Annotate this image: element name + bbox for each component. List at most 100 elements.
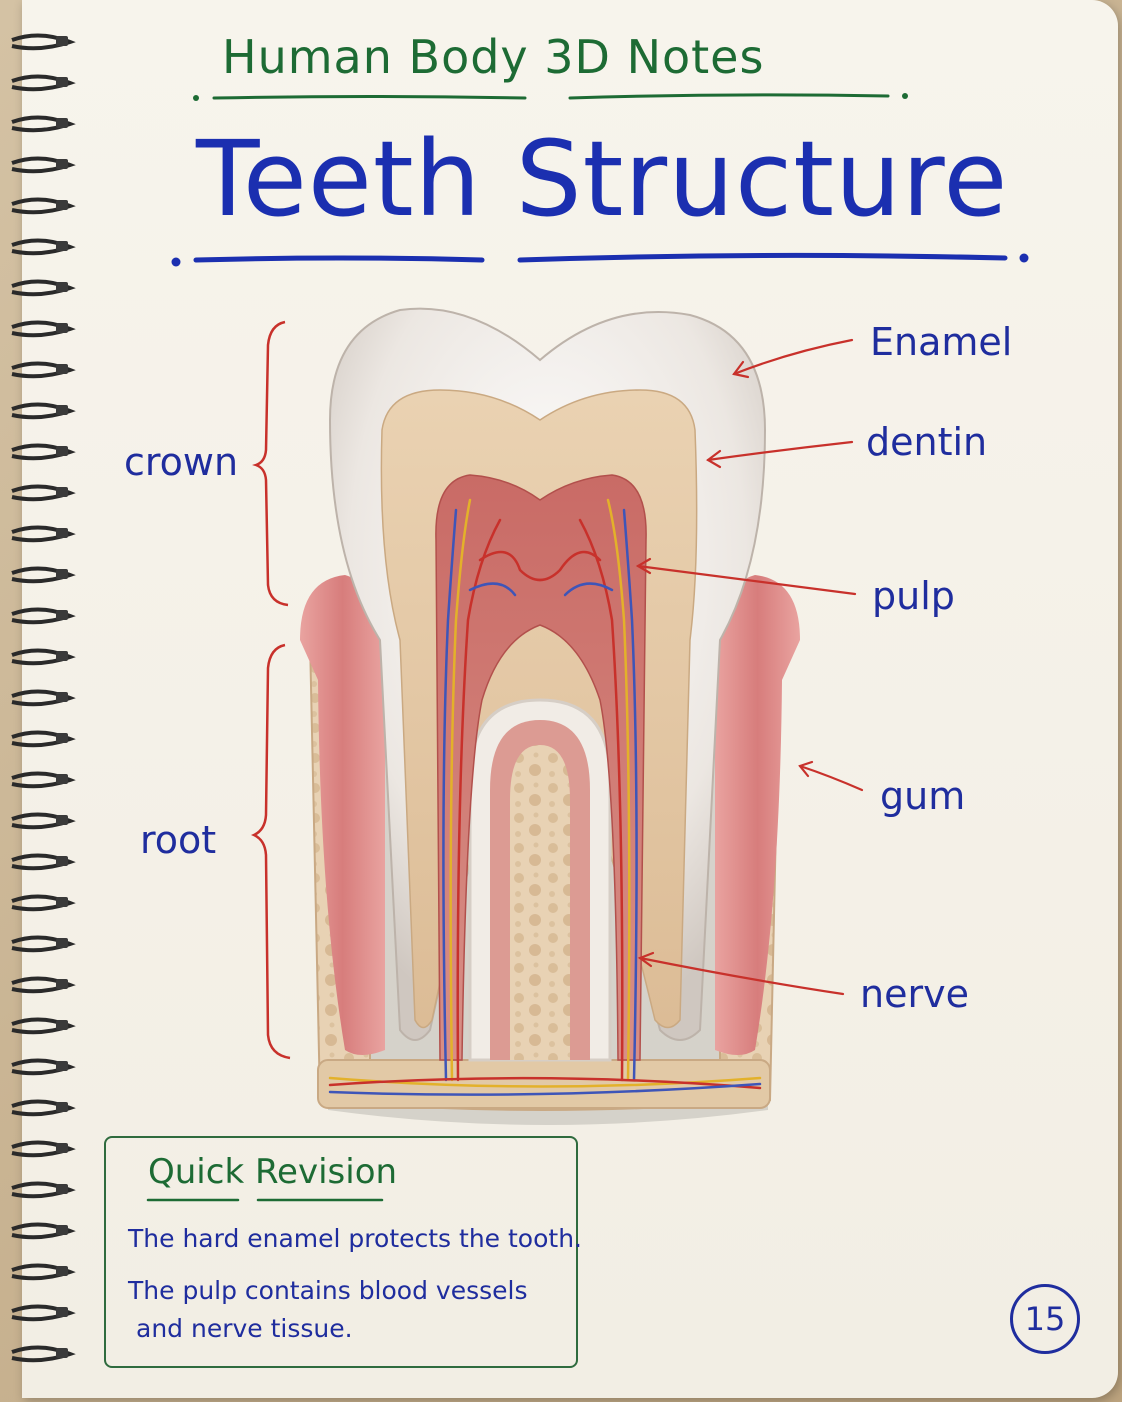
- notebook-subtitle: Human Body 3D Notes: [222, 30, 765, 84]
- revision-heading-underline: [146, 1198, 384, 1202]
- spiral-ring: [11, 1099, 76, 1117]
- spiral-ring: [11, 238, 76, 256]
- spiral-ring: [11, 771, 76, 789]
- label-crown: crown: [124, 440, 239, 484]
- spiral-hole: [56, 979, 68, 989]
- spiral-ring: [11, 33, 76, 51]
- spiral-ring: [11, 1345, 76, 1363]
- spiral-ring: [11, 1140, 76, 1158]
- spiral-hole: [56, 856, 68, 866]
- crown-brace: [252, 320, 289, 607]
- arrow-pulp: [636, 564, 857, 596]
- label-enamel: Enamel: [870, 320, 1013, 364]
- label-nerve: nerve: [860, 972, 969, 1016]
- spiral-ring: [11, 1304, 76, 1322]
- spiral-hole: [56, 1266, 68, 1276]
- arrowhead-gum: [798, 760, 814, 778]
- spiral-ring: [11, 402, 76, 420]
- arrowhead-dentin: [706, 449, 722, 469]
- label-gum: gum: [880, 774, 966, 818]
- spiral-ring: [11, 115, 76, 133]
- label-root: root: [140, 818, 217, 862]
- spiral-hole: [56, 36, 68, 46]
- page-title: Teeth Structure: [196, 118, 1009, 240]
- spiral-ring: [11, 1181, 76, 1199]
- spiral-hole: [56, 610, 68, 620]
- nerve-vessels: [328, 498, 762, 1096]
- spiral-hole: [56, 1143, 68, 1153]
- spiral-ring: [11, 156, 76, 174]
- spiral-hole: [56, 200, 68, 210]
- label-dentin: dentin: [866, 420, 988, 464]
- spiral-hole: [56, 692, 68, 702]
- arrow-nerve: [638, 956, 845, 996]
- spiral-hole: [56, 446, 68, 456]
- spiral-hole: [56, 1020, 68, 1030]
- root-inner-bone: [510, 745, 570, 1060]
- quick-revision-heading: Quick Revision: [148, 1152, 398, 1192]
- spiral-hole: [56, 159, 68, 169]
- spiral-hole: [56, 282, 68, 292]
- label-pulp: pulp: [872, 574, 955, 618]
- revision-line: and nerve tissue.: [136, 1314, 353, 1343]
- spiral-ring: [11, 320, 76, 338]
- spiral-hole: [56, 364, 68, 374]
- page-number: 15: [1010, 1284, 1080, 1354]
- spiral-ring: [11, 976, 76, 994]
- spiral-hole: [56, 487, 68, 497]
- spiral-ring: [11, 1017, 76, 1035]
- spiral-hole: [56, 1307, 68, 1317]
- arrowhead-enamel: [732, 360, 750, 379]
- spiral-hole: [56, 77, 68, 87]
- spiral-hole: [56, 1225, 68, 1235]
- spiral-ring: [11, 648, 76, 666]
- revision-line: The pulp contains blood vessels: [128, 1276, 528, 1305]
- revision-line: The hard enamel protects the tooth.: [128, 1224, 582, 1253]
- spiral-ring: [11, 484, 76, 502]
- spiral-hole: [56, 733, 68, 743]
- gum-right: [715, 575, 800, 1055]
- spiral-ring: [11, 935, 76, 953]
- spiral-ring: [11, 812, 76, 830]
- quick-revision-box: Quick Revision The hard enamel protects …: [104, 1136, 582, 1368]
- spiral-ring: [11, 894, 76, 912]
- spiral-ring: [11, 1058, 76, 1076]
- spiral-hole: [56, 241, 68, 251]
- spiral-ring: [11, 1263, 76, 1281]
- spiral-ring: [11, 443, 76, 461]
- spiral-hole: [56, 528, 68, 538]
- root-brace: [250, 643, 291, 1060]
- pointer-arrows: [635, 338, 864, 996]
- spiral-ring: [11, 1222, 76, 1240]
- spiral-hole: [56, 1348, 68, 1358]
- spiral-hole: [56, 774, 68, 784]
- spiral-ring: [11, 197, 76, 215]
- arrow-enamel: [732, 338, 854, 376]
- spiral-hole: [56, 323, 68, 333]
- spiral-hole: [56, 1184, 68, 1194]
- gum-left: [300, 575, 385, 1055]
- spiral-binding: [11, 33, 76, 1363]
- spiral-ring: [11, 279, 76, 297]
- spiral-hole: [56, 118, 68, 128]
- spiral-ring: [11, 853, 76, 871]
- spiral-ring: [11, 607, 76, 625]
- spiral-hole: [56, 938, 68, 948]
- arrow-gum: [798, 764, 864, 792]
- spiral-ring: [11, 74, 76, 92]
- spiral-ring: [11, 566, 76, 584]
- spiral-hole: [56, 651, 68, 661]
- arrow-dentin: [706, 440, 854, 462]
- arrowhead-pulp: [635, 557, 652, 575]
- spiral-ring: [11, 525, 76, 543]
- spiral-hole: [56, 569, 68, 579]
- spiral-hole: [56, 405, 68, 415]
- spiral-ring: [11, 730, 76, 748]
- title-underlines: [171, 93, 1029, 267]
- spiral-ring: [11, 361, 76, 379]
- tooth-pulp: [435, 474, 647, 1061]
- spiral-hole: [56, 815, 68, 825]
- spiral-hole: [56, 897, 68, 907]
